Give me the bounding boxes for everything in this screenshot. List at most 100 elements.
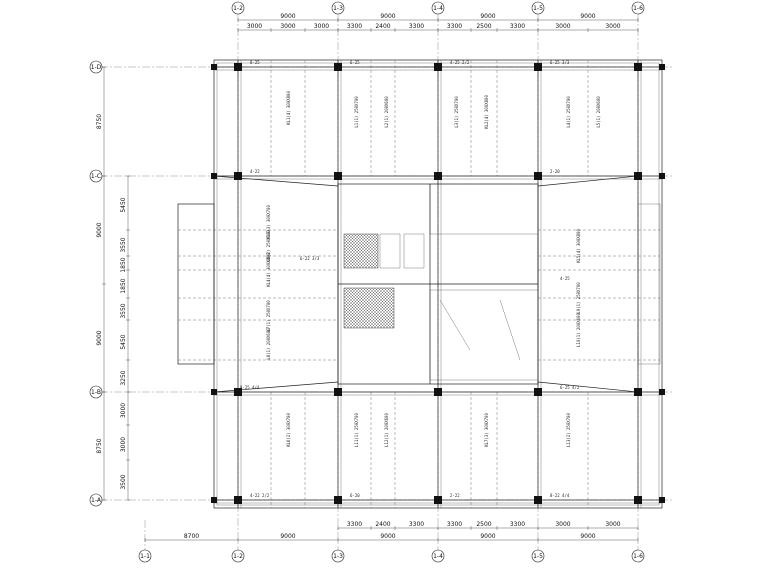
rebar-label: 4-25 2/2 xyxy=(450,60,470,65)
axis-label: 1-5 xyxy=(533,553,543,560)
rebar-label: 6-25 3/3 xyxy=(550,60,570,65)
beam-label: L1(1) 250X700 xyxy=(354,96,359,128)
dim-label-top-major: 9000 xyxy=(380,13,395,20)
dim-label-bottom-minor: 2500 xyxy=(476,521,491,528)
rebar-label: 6-25 4/2 xyxy=(560,385,580,390)
axis-bubble xyxy=(231,549,245,563)
grid-lines xyxy=(100,14,672,550)
column xyxy=(634,496,642,504)
column xyxy=(434,172,442,180)
stair-hatch-lower xyxy=(343,287,395,329)
axis-bubble xyxy=(431,549,445,563)
dim-label-left-inner: 3250 xyxy=(120,370,127,385)
dim-label-bottom-minor: 2400 xyxy=(375,521,390,528)
axis-bubble xyxy=(231,1,245,15)
column xyxy=(634,63,642,71)
axis-label: 1-B xyxy=(91,389,101,396)
dim-label-left-inner: 3000 xyxy=(120,403,127,418)
column xyxy=(534,63,542,71)
column xyxy=(211,497,217,503)
dim-label-bottom-major: 8700 xyxy=(184,533,199,540)
column xyxy=(211,173,217,179)
column xyxy=(659,64,665,70)
column xyxy=(659,389,665,395)
rebar-label: 8-25 4/4 xyxy=(240,385,260,390)
dim-label-top-minor: 3000 xyxy=(314,23,329,30)
dim-label-top-major: 9000 xyxy=(580,13,595,20)
dim-label-bottom-minor: 3300 xyxy=(409,521,424,528)
beam-label: L2(1) 200X600 xyxy=(384,96,389,128)
dim-label-top-minor: 3000 xyxy=(555,23,570,30)
dim-label-left-inner: 3550 xyxy=(120,303,127,318)
dim-label-top-minor: 3000 xyxy=(605,23,620,30)
beam-label: L7(1) 250X700 xyxy=(266,300,271,332)
dim-label-left-outer: 8750 xyxy=(96,438,103,453)
elevator-shaft xyxy=(403,233,425,269)
dim-label-bottom-minor: 3000 xyxy=(555,521,570,528)
axis-bubble xyxy=(89,385,103,399)
stair-elevator-core xyxy=(337,183,539,385)
axis-label: 1-4 xyxy=(433,553,443,560)
core-room xyxy=(429,289,539,381)
axis-bubble xyxy=(531,1,545,15)
beam-label: L11(1) 250X700 xyxy=(354,413,359,447)
axis-bubble xyxy=(331,1,345,15)
dim-label-top-minor: 2500 xyxy=(476,23,491,30)
dim-label-top-minor: 2400 xyxy=(375,23,390,30)
rebar-label: 6-20 xyxy=(350,493,360,498)
axis-bubble xyxy=(89,493,103,507)
beam-label: KL3(3) 300X700 xyxy=(266,205,271,239)
rebar-label: 2-20 xyxy=(550,169,560,174)
axis-bubble xyxy=(431,1,445,15)
column xyxy=(334,388,342,396)
dim-label-top-minor: 3300 xyxy=(347,23,362,30)
column xyxy=(659,497,665,503)
dim-label-left-inner: 5450 xyxy=(120,197,127,212)
diagonal-beam xyxy=(213,175,339,187)
column xyxy=(634,172,642,180)
column xyxy=(234,388,242,396)
beam-label: L10(1) 200X600 xyxy=(576,313,581,347)
column xyxy=(234,496,242,504)
axis-bubble xyxy=(89,60,103,74)
beam-label: L5(1) 200X600 xyxy=(596,96,601,128)
dim-label-top-minor: 3300 xyxy=(510,23,525,30)
axis-bubble xyxy=(89,169,103,183)
dim-label-bottom-minor: 3300 xyxy=(447,521,462,528)
rebar-label: 6-22 3/3 xyxy=(300,256,320,261)
axis-bubble xyxy=(331,549,345,563)
rebar-label: 8-25 xyxy=(250,60,260,65)
beam-label: L4(1) 250X700 xyxy=(566,96,571,128)
axis-label: 1-1 xyxy=(140,553,150,560)
axis-label: 1-5 xyxy=(533,5,543,12)
beam-label: L6(2) 250X700 xyxy=(266,230,271,262)
column xyxy=(434,496,442,504)
dimension-lines: 9000 9000 9000 9000 3000 3000 3000 3300 2400 3300… xyxy=(96,13,639,542)
dim-label-left-inner: 1850 xyxy=(120,257,127,272)
right-wing-inner xyxy=(637,203,661,365)
dim-label-top-major: 9000 xyxy=(480,13,495,20)
dim-label-left-inner: 3550 xyxy=(120,237,127,252)
dim-label-bottom-major: 9000 xyxy=(580,533,595,540)
rebar-label: 4-22 xyxy=(250,169,260,174)
axis-label: 1-6 xyxy=(633,5,643,12)
beam-label: L9(1) 250X700 xyxy=(576,282,581,314)
dim-label-top-major: 9000 xyxy=(280,13,295,20)
column xyxy=(434,63,442,71)
column xyxy=(234,172,242,180)
axis-label: 1-4 xyxy=(433,5,443,12)
dim-label-bottom-minor: 3300 xyxy=(347,521,362,528)
beam-label: L3(1) 250X700 xyxy=(454,96,459,128)
beam-label: KL4(4) 300X800 xyxy=(266,253,271,287)
dim-label-left-inner: 1850 xyxy=(120,278,127,293)
left-wing xyxy=(177,203,215,365)
dim-label-top-minor: 3000 xyxy=(280,23,295,30)
dim-label-left-outer: 9000 xyxy=(96,222,103,237)
column xyxy=(534,388,542,396)
axis-label: 1-6 xyxy=(633,553,643,560)
dim-label-left-inner: 5450 xyxy=(120,334,127,349)
column xyxy=(334,496,342,504)
column-grid xyxy=(211,63,665,504)
